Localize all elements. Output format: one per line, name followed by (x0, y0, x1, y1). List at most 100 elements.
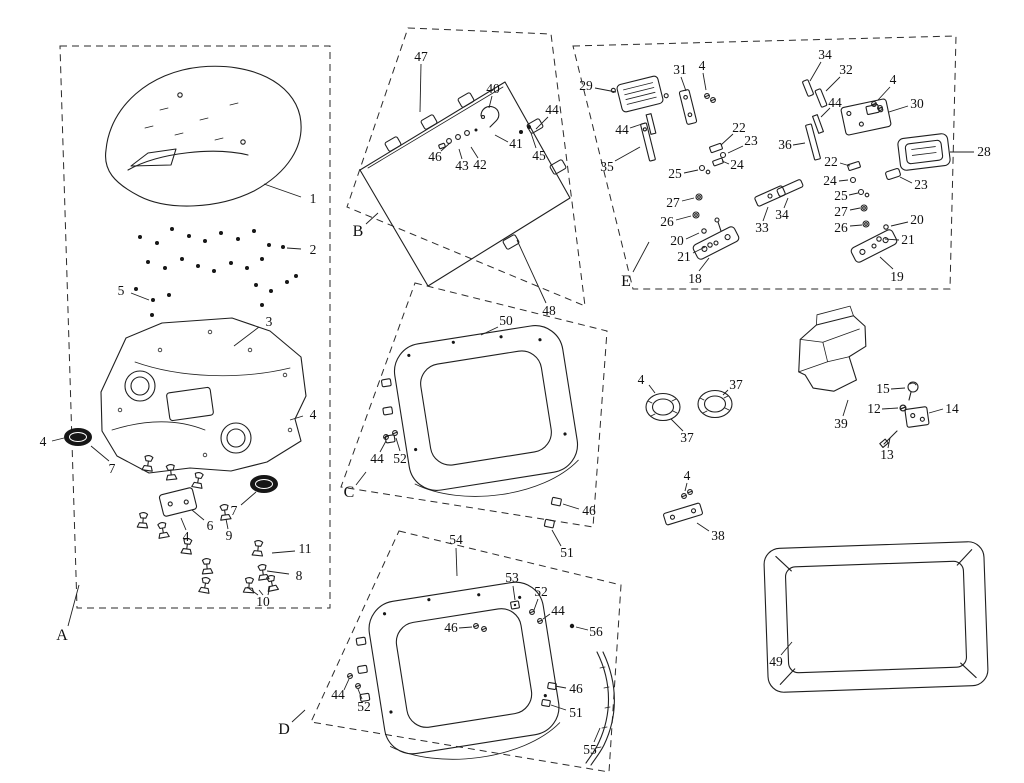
part-label-53: 53 (505, 570, 519, 585)
part-label-44: 44 (551, 603, 565, 618)
leader-line-31 (680, 76, 687, 92)
section-label-C: C (344, 484, 355, 501)
part-label-8: 8 (296, 568, 303, 583)
part-label-23: 23 (744, 133, 758, 148)
leader-line-49 (780, 641, 793, 656)
leader-line-34 (783, 197, 789, 209)
leader-line-26 (849, 224, 863, 227)
plate-part-31 (678, 89, 698, 125)
part-label-27: 27 (834, 204, 848, 219)
part-label-22: 22 (824, 154, 838, 169)
leader-line-6 (191, 509, 205, 521)
part-label-46: 46 (428, 149, 442, 164)
part-label-11: 11 (299, 541, 312, 556)
speaker-part-37-left (645, 392, 681, 422)
leader-line-44 (629, 122, 646, 129)
leader-line-13 (887, 437, 891, 449)
part-label-3: 3 (266, 314, 273, 329)
bar-part-33 (754, 185, 786, 207)
window-frame-part-50 (381, 325, 579, 497)
part-label-44: 44 (370, 451, 384, 466)
part-label-47: 47 (414, 49, 428, 64)
leader-line-26 (675, 215, 692, 221)
section-label-E: E (621, 273, 631, 290)
roof-panel-part-1 (104, 65, 302, 207)
part-label-34: 34 (775, 207, 789, 222)
leader-line-5 (130, 292, 150, 301)
weatherstrip-part-55 (585, 651, 615, 766)
part-label-21: 21 (677, 249, 691, 264)
part-label-39: 39 (834, 416, 848, 431)
leader-line-34 (809, 61, 822, 82)
part-label-13: 13 (880, 447, 894, 462)
bar-part-32 (814, 88, 828, 108)
leader-line-33 (762, 206, 769, 222)
part-label-52: 52 (393, 451, 407, 466)
part-label-25: 25 (834, 188, 848, 203)
part-label-52: 52 (357, 699, 371, 714)
leader-line-19 (879, 256, 894, 270)
strip-part-36 (805, 123, 821, 161)
leader-line-C (355, 471, 367, 486)
leader-line-22 (839, 162, 851, 167)
leader-line-51 (550, 704, 567, 711)
leader-line-46 (440, 142, 451, 152)
grille-part-29 (610, 75, 669, 113)
leader-line-1 (263, 183, 302, 198)
leader-line-12 (881, 407, 899, 410)
part-label-45: 45 (532, 148, 546, 163)
leader-line-46 (554, 685, 567, 689)
part-label-38: 38 (711, 528, 725, 543)
speaker-part-37-right (697, 389, 733, 419)
bracket-part-19 (850, 229, 898, 263)
leader-line-A (67, 584, 80, 627)
part-label-14: 14 (945, 401, 959, 416)
hardware-cluster-e-right (847, 101, 901, 242)
part-label-55: 55 (583, 742, 597, 757)
part-label-33: 33 (755, 220, 769, 235)
leader-line-52 (357, 688, 363, 700)
leader-line-4 (877, 86, 891, 101)
part-label-24: 24 (730, 157, 744, 172)
bar-part-34-top (802, 79, 814, 97)
plate-part-30 (840, 98, 892, 136)
part-label-41: 41 (509, 136, 523, 151)
leader-line-23 (727, 145, 744, 154)
leader-line-44 (343, 678, 350, 691)
leader-line-52 (395, 437, 401, 452)
leader-line-39 (842, 399, 849, 417)
part-label-20: 20 (910, 212, 924, 227)
storage-tray-part-49 (763, 541, 989, 693)
part-label-4: 4 (699, 58, 706, 73)
section-label-A: A (56, 627, 68, 644)
leader-line-4 (648, 384, 656, 394)
leader-line-15 (890, 387, 906, 390)
bar-part-34 (776, 179, 804, 197)
part-label-28: 28 (977, 144, 991, 159)
leader-line-27 (849, 207, 861, 211)
window-frame-part-54 (355, 581, 561, 760)
part-label-4: 4 (310, 407, 317, 422)
part-label-27: 27 (666, 195, 680, 210)
leader-line-30 (888, 105, 909, 113)
leader-line-9 (225, 518, 229, 530)
leader-line-11 (271, 550, 296, 554)
part-label-56: 56 (589, 624, 603, 639)
section-e-border (572, 35, 957, 290)
part-label-51: 51 (560, 545, 574, 560)
leader-line-E (632, 241, 650, 273)
speaker-grille-oval-left (64, 428, 92, 446)
leader-line-7 (90, 445, 110, 462)
section-a-border (59, 45, 331, 609)
part-label-12: 12 (867, 401, 881, 416)
leader-line-37 (722, 389, 729, 396)
leader-line-43 (458, 148, 463, 160)
leader-line-44 (820, 107, 831, 118)
leader-line-29 (594, 87, 617, 93)
leader-line-35 (614, 146, 641, 162)
bolt-part-13 (883, 430, 898, 445)
part-label-2: 2 (310, 242, 317, 257)
part-label-15: 15 (876, 381, 890, 396)
